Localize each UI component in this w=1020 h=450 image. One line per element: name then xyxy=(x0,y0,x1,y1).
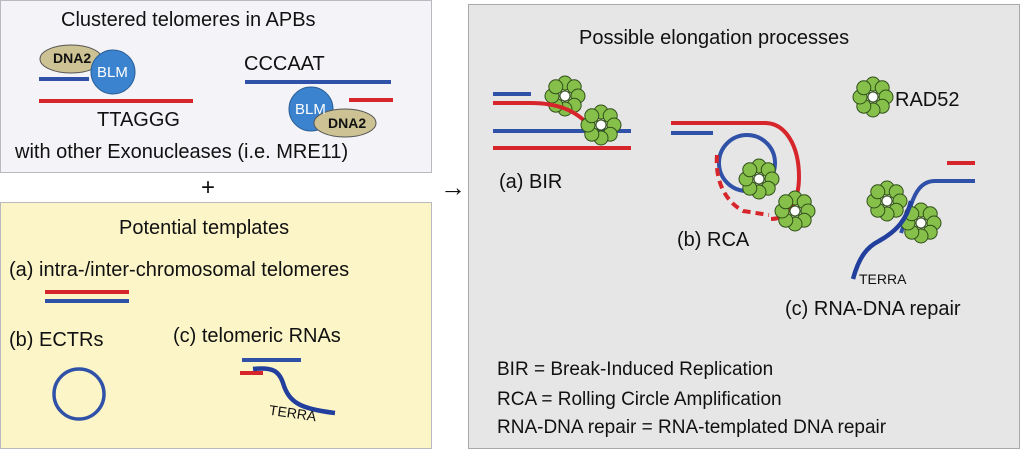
terra-strand xyxy=(850,200,914,280)
legend-rna-dna: RNA-DNA repair = RNA-templated DNA repai… xyxy=(497,417,887,438)
rad52-complex xyxy=(866,180,908,222)
blm-protein xyxy=(90,49,136,95)
templates-title: Potential templates xyxy=(119,217,290,239)
template-item-b: (b) ECTRs xyxy=(9,329,104,351)
dna2-protein xyxy=(313,108,377,138)
templates-illustration xyxy=(45,290,336,421)
ectr-circle xyxy=(52,367,106,421)
arrow-sign: → xyxy=(440,172,466,202)
apb-panel: Clustered telomeres in APBs DNA2 BLM CCC… xyxy=(0,0,432,173)
bir-label: (a) BIR xyxy=(499,171,563,193)
dna2-label: DNA2 xyxy=(53,50,92,66)
rad52-label: RAD52 xyxy=(895,89,960,111)
templates-panel: Potential templates (a) intra-/inter-chr… xyxy=(0,202,432,449)
apb-footer: with other Exonucleases (i.e. MRE11) xyxy=(15,141,349,163)
dna2-label: DNA2 xyxy=(328,115,367,131)
terra-strand xyxy=(252,366,336,416)
legend-rca: RCA = Rolling Circle Amplification xyxy=(497,389,782,410)
apb-title: Clustered telomeres in APBs xyxy=(61,9,316,31)
elongation-panel: Possible elongation processes xyxy=(468,4,1020,449)
sequence-label: CCCAAT xyxy=(244,53,325,75)
elongation-title: Possible elongation processes xyxy=(579,27,850,49)
blm-label: BLM xyxy=(295,101,326,118)
apb-illustration xyxy=(39,44,393,138)
rad52-complex xyxy=(774,190,816,232)
plus-sign: + xyxy=(201,174,216,201)
legend-bir: BIR = Break-Induced Replication xyxy=(497,359,774,380)
rad52-complex xyxy=(580,104,622,146)
template-item-a: (a) intra-/inter-chromosomal telomeres xyxy=(9,259,350,281)
terra-label: TERRA xyxy=(859,271,907,287)
elongation-illustration xyxy=(493,75,975,280)
rad52-legend-icon xyxy=(852,76,894,118)
sequence-label: TTAGGG xyxy=(97,109,180,131)
template-item-c: (c) telomeric RNAs xyxy=(173,325,341,347)
blm-label: BLM xyxy=(97,64,128,81)
rca-label: (b) RCA xyxy=(677,229,750,251)
rca-dashed-strand xyxy=(714,154,770,217)
rad52-complex xyxy=(738,158,780,200)
rna-dna-label: (c) RNA-DNA repair xyxy=(785,298,961,320)
